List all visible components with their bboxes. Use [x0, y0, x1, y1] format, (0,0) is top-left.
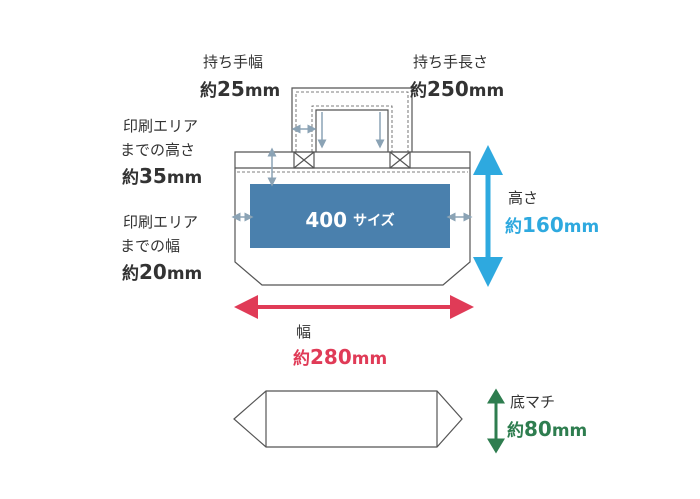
print-top-line1: 印刷エリア — [123, 117, 199, 135]
print-size: 400 — [305, 208, 348, 232]
print-area — [250, 184, 450, 248]
print-side-value: 約20mm — [122, 260, 203, 284]
height-title: 高さ — [508, 189, 539, 207]
handle-length-value: 約250mm — [410, 77, 505, 101]
height-value: 約160mm — [505, 213, 600, 237]
print-size-suffix: サイズ — [353, 213, 395, 229]
gusset-title: 底マチ — [510, 393, 556, 411]
print-top-line2: までの高さ — [120, 141, 196, 159]
print-side-line1: 印刷エリア — [123, 213, 199, 231]
small-dimension-arrows — [231, 112, 473, 222]
width-value: 約280mm — [293, 345, 388, 369]
width-title: 幅 — [296, 323, 312, 341]
print-top-value: 約35mm — [122, 164, 203, 188]
handle-width-title: 持ち手幅 — [203, 53, 264, 71]
print-area-label: 400 サイズ — [250, 192, 450, 248]
bag-handle — [291, 87, 413, 169]
handle-width-value: 約25mm — [200, 77, 281, 101]
print-side-line2: までの幅 — [120, 237, 181, 255]
handle-length-title: 持ち手長さ — [413, 53, 489, 71]
gusset-value: 約80mm — [507, 417, 588, 441]
bag-bottom-view — [233, 390, 463, 448]
